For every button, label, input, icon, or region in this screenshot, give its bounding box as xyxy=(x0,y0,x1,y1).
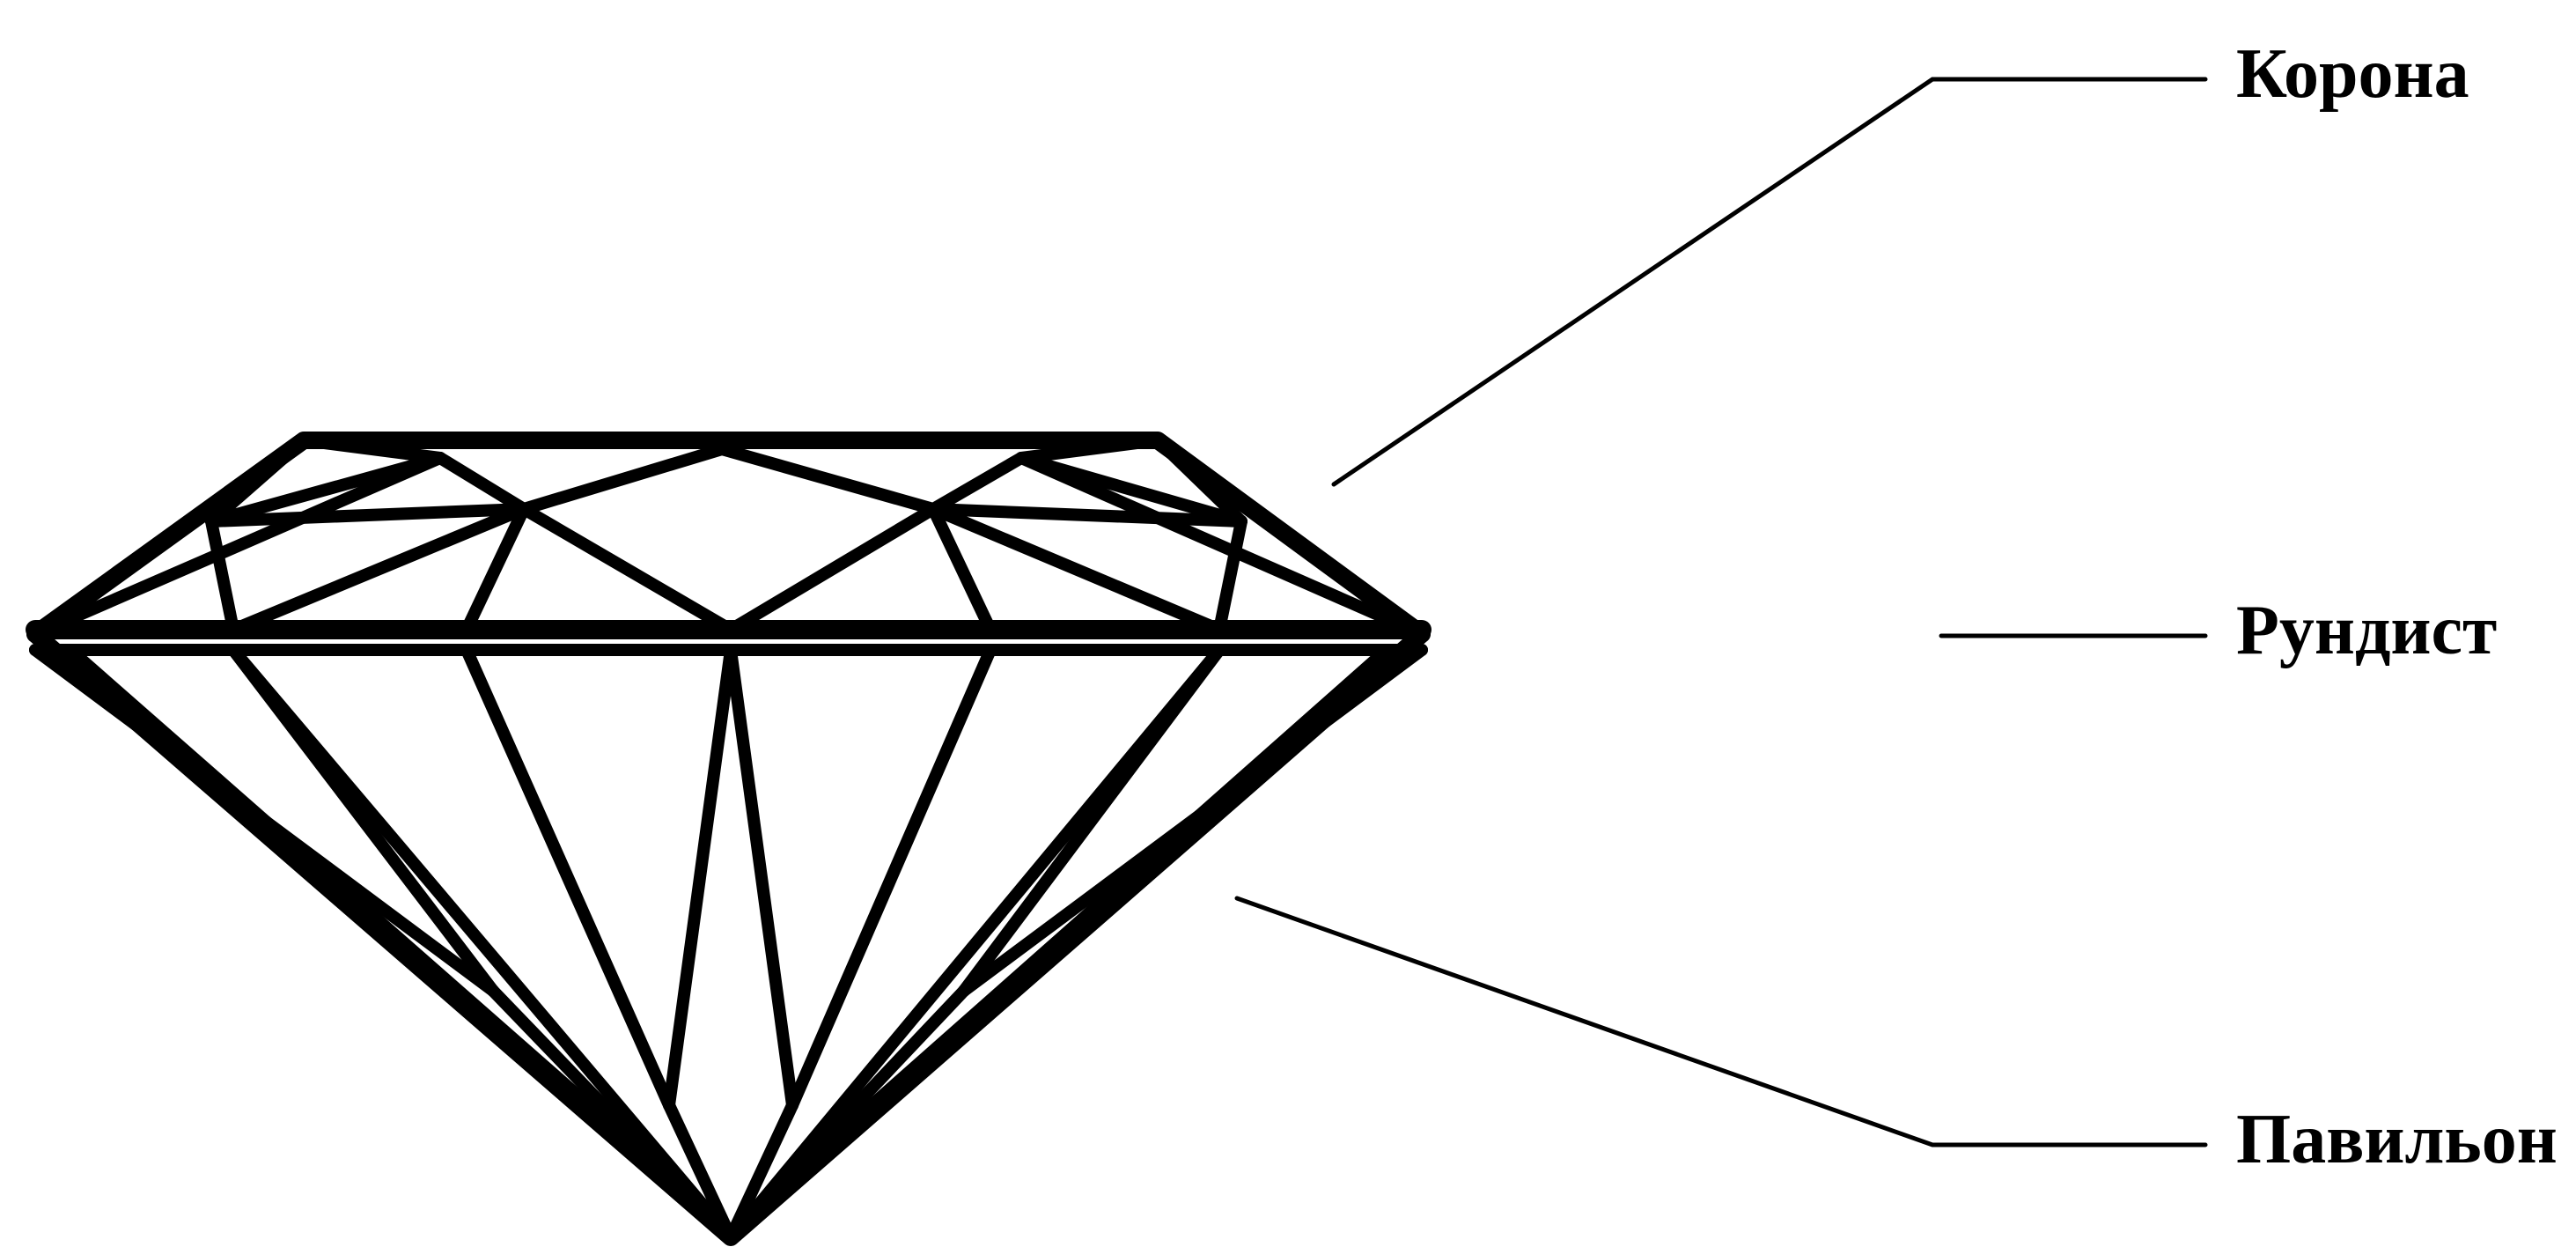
pavilion-leader-line xyxy=(1237,898,2205,1145)
crown-facets xyxy=(35,440,1422,634)
girdle-label: Рундист xyxy=(2236,592,2497,669)
diamond-figure xyxy=(35,440,1422,1237)
crown-leader-line xyxy=(1334,79,2205,484)
pavilion-label: Павильон xyxy=(2236,1101,2558,1178)
pavilion-outline xyxy=(35,634,1422,1237)
crown-label: Корона xyxy=(2236,35,2469,113)
pavilion-facets xyxy=(35,650,1422,1237)
